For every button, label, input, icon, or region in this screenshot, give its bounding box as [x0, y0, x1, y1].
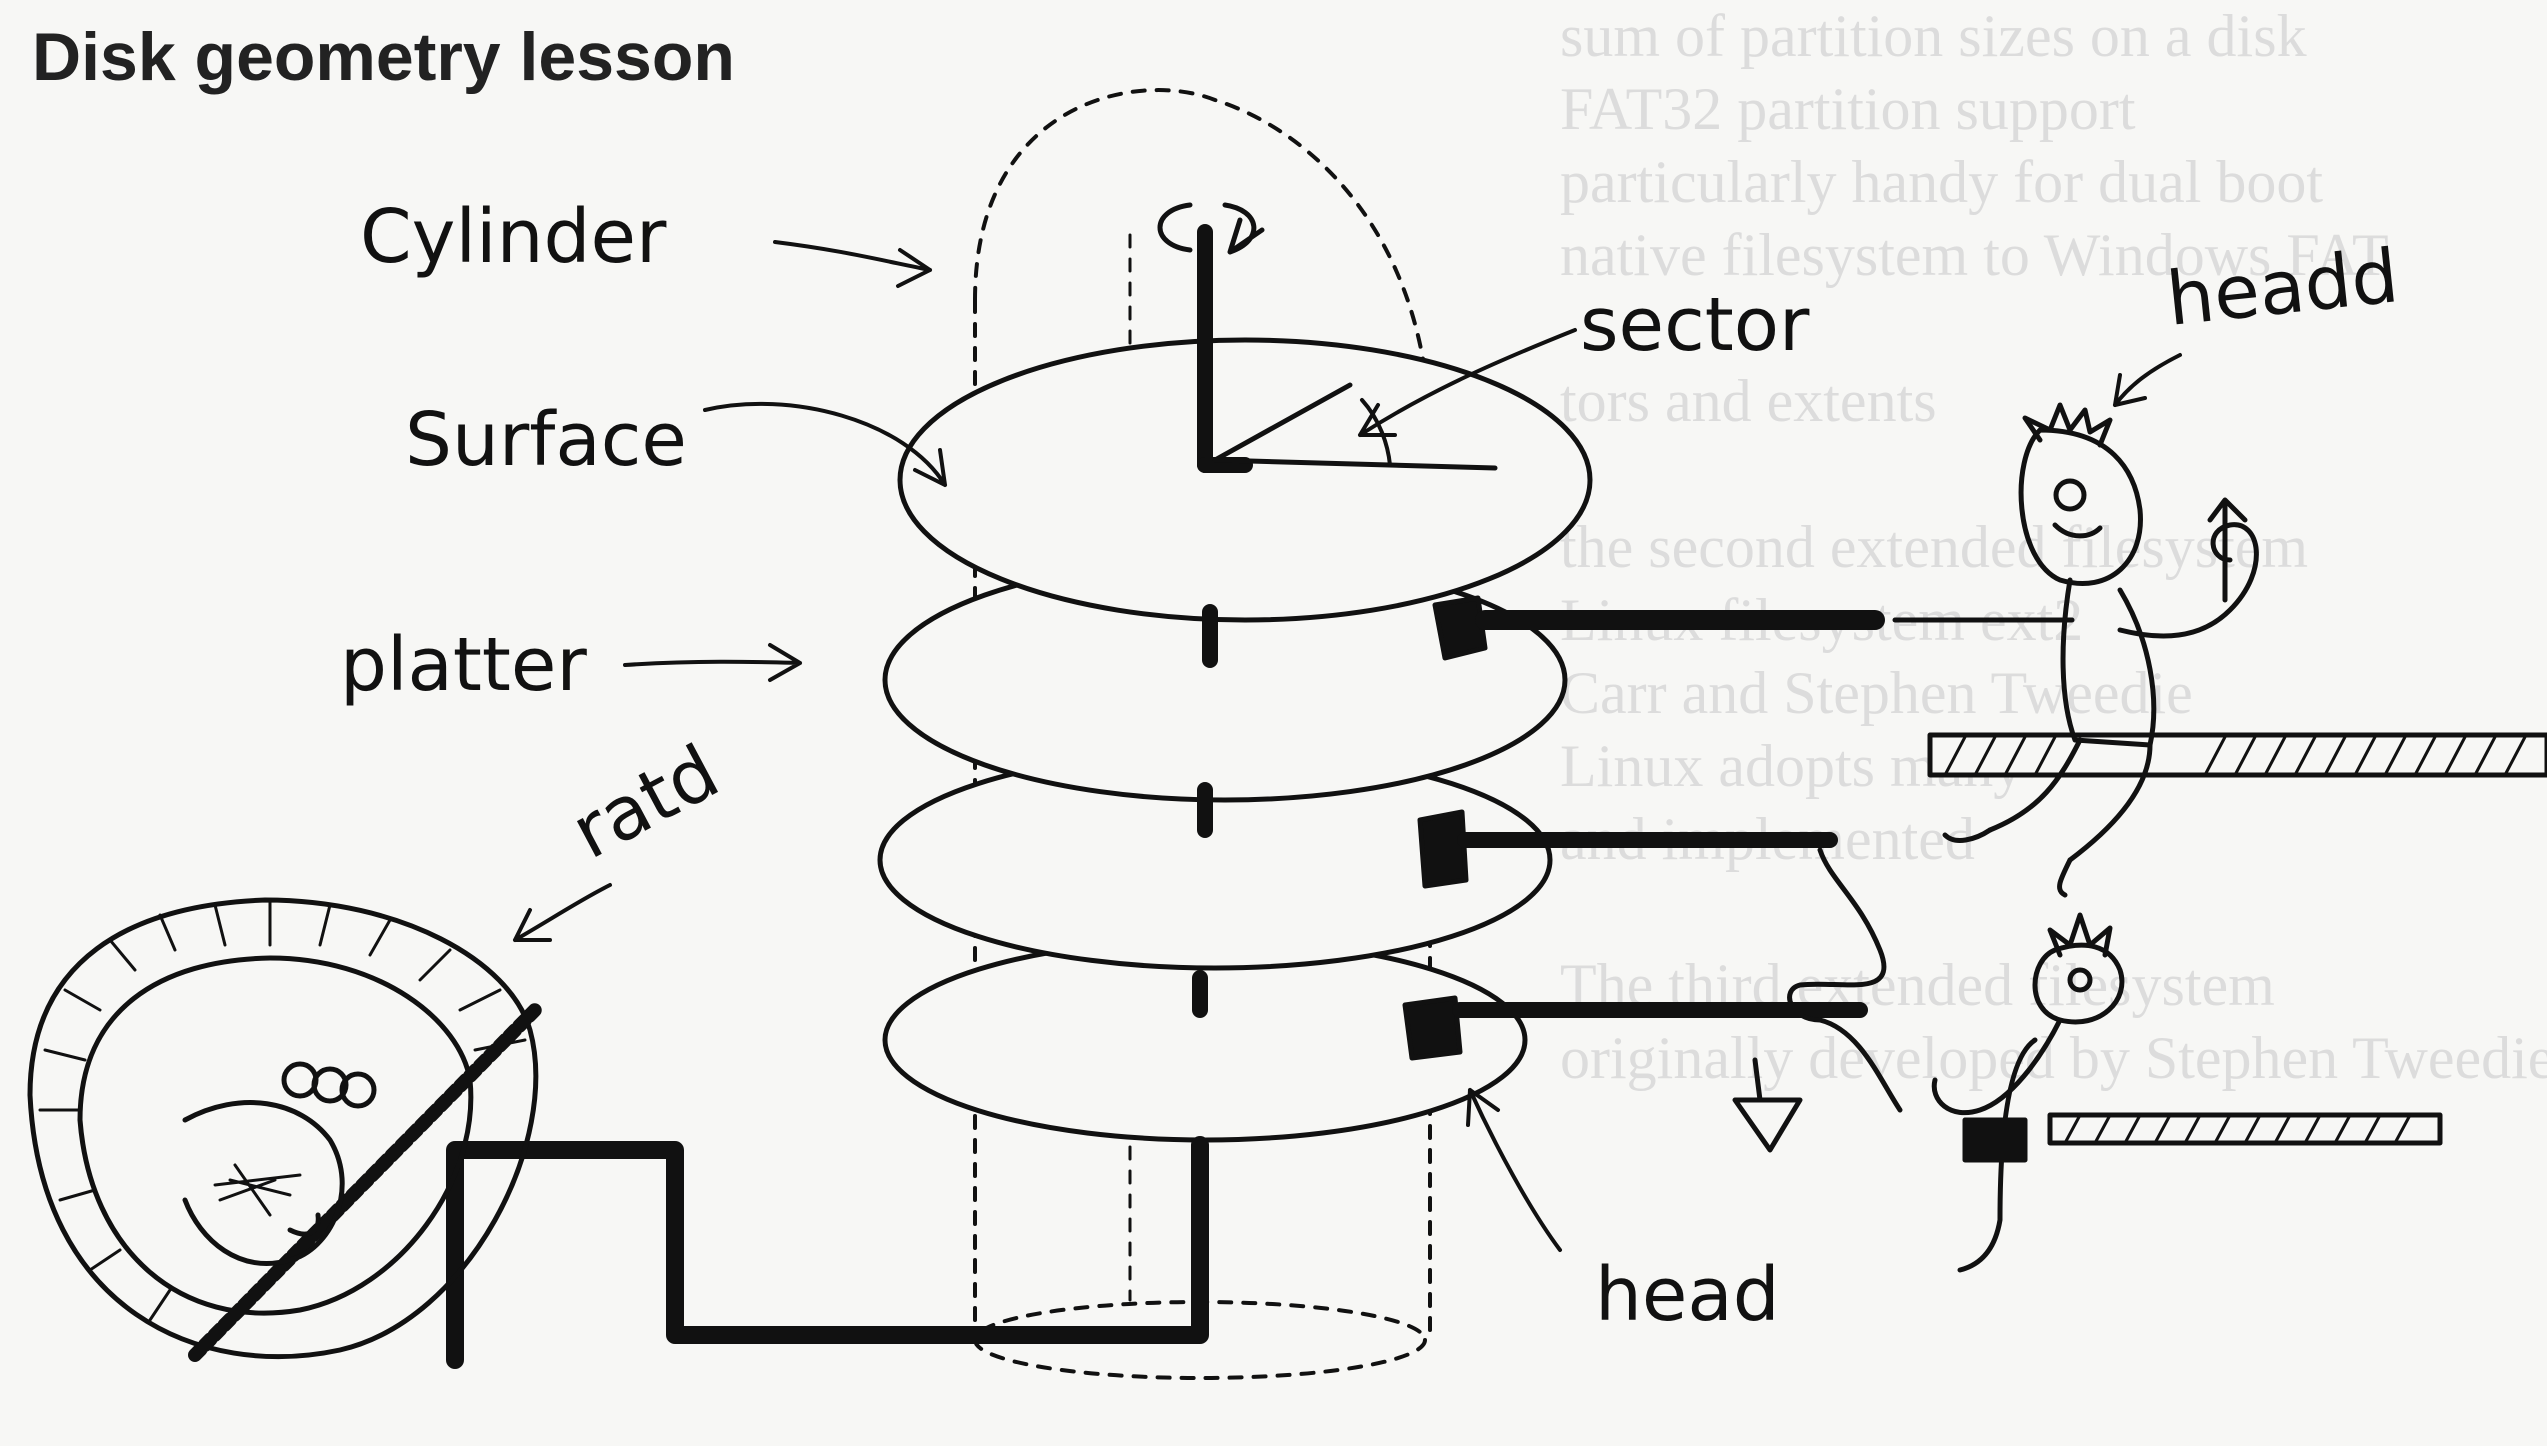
bleed-line: tors and extents [1560, 368, 1937, 434]
bleed-line: the second extended filesystem [1560, 514, 2309, 580]
label-ratd: ratd [558, 729, 732, 876]
label-headd: headd [2163, 233, 2402, 343]
sector-wedge [1212, 382, 1498, 471]
head-arm-1 [1432, 595, 1885, 661]
devil-sitting-icon [1892, 402, 2259, 898]
head-arm-2 [1417, 809, 1838, 889]
platter-1 [897, 337, 1593, 623]
right-shelves [1927, 732, 2547, 1146]
spindle [1192, 224, 1253, 1018]
rotation-arrow [1157, 202, 1265, 255]
label-surface: Surface [405, 397, 687, 483]
bleed-line: particularly handy for dual boot [1560, 149, 2324, 215]
label-platter: platter [340, 622, 587, 708]
rat-wheel-icon [27, 897, 542, 1362]
bleed-line: FAT32 partition support [1560, 76, 2136, 142]
label-sector: sector [1580, 282, 1810, 368]
bleed-line: native filesystem to Windows FAT [1560, 222, 2389, 288]
drive-belt [446, 1136, 1209, 1369]
label-arrows [513, 240, 2182, 1252]
bleed-line: sum of partition sizes on a disk [1560, 3, 2307, 69]
bleed-line: Carr and Stephen Tweedie [1560, 660, 2193, 726]
page-title: Disk geometry lesson [32, 19, 735, 95]
devil-falling-icon [1732, 847, 2125, 1273]
label-cylinder: Cylinder [360, 194, 667, 280]
label-head: head [1595, 1252, 1780, 1338]
